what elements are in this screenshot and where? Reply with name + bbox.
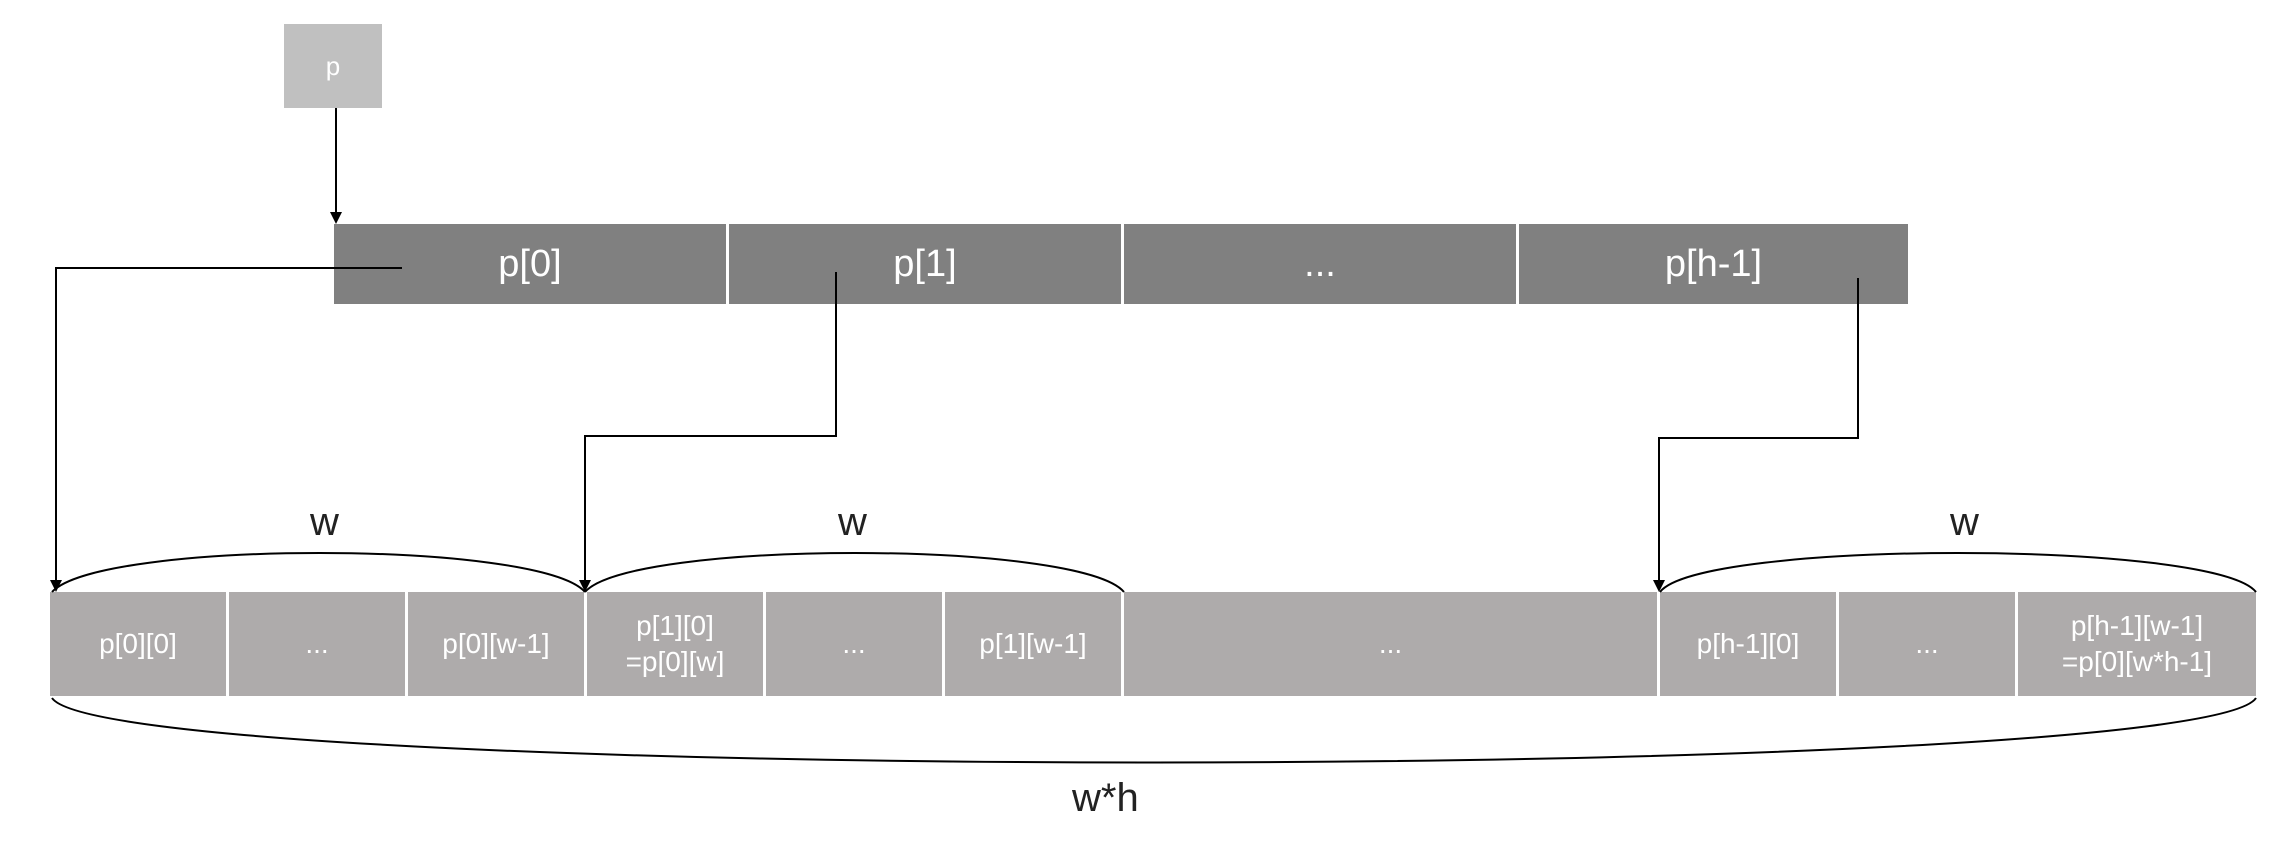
row-pointer-label: ... <box>1304 242 1336 285</box>
pointer-p-label: p <box>325 50 341 81</box>
brace-w-3 <box>1659 552 2257 593</box>
data-block: p[0][0] ... p[0][w-1] p[1][0] =p[0][w] .… <box>50 592 2256 696</box>
data-cell-label: p[0][w-1] <box>442 628 550 659</box>
arrow-p0-to-data <box>50 267 402 592</box>
data-cell-label: ... <box>842 628 866 659</box>
data-cell: p[0][w-1] <box>408 592 584 696</box>
data-cell-label: ... <box>1378 628 1403 659</box>
row-pointer-label: p[0] <box>498 242 562 285</box>
data-cell: p[0][0] <box>50 592 226 696</box>
data-cell-label: p[h-1][w-1] =p[0][w*h-1] <box>2061 610 2213 677</box>
pointer-p-box: p <box>284 24 382 108</box>
arrow-ph1-to-data <box>1653 278 1859 592</box>
row-pointer-cell: p[h-1] <box>1519 224 1908 304</box>
brace-w-2 <box>584 552 1125 593</box>
row-pointer-cell: p[1] <box>729 224 1121 304</box>
data-cell-label: ... <box>305 628 329 659</box>
data-cell-label: ... <box>1915 628 1939 659</box>
data-cell: p[1][0] =p[0][w] <box>587 592 763 696</box>
data-cell: p[1][w-1] <box>945 592 1121 696</box>
brace-label-w: w <box>310 500 339 544</box>
data-cell: p[h-1][w-1] =p[0][w*h-1] <box>2018 592 2256 696</box>
data-cell: ... <box>1839 592 2015 696</box>
data-cell-label: p[h-1][0] <box>1696 628 1800 659</box>
brace-w-1 <box>51 552 586 593</box>
data-cell: ... <box>766 592 942 696</box>
data-cell-label: p[1][0] =p[0][w] <box>625 610 725 677</box>
row-pointer-label: p[1] <box>893 242 957 285</box>
row-pointer-cell: ... <box>1124 224 1516 304</box>
brace-label-total: w*h <box>1072 776 1139 820</box>
row-pointer-cell: p[0] <box>334 224 726 304</box>
brace-label-w: w <box>838 500 867 544</box>
row-pointer-array: p[0] p[1] ... p[h-1] <box>334 224 1908 304</box>
arrow-p1-to-data <box>579 272 837 592</box>
data-cell: ... <box>229 592 405 696</box>
row-pointer-label: p[h-1] <box>1664 242 1763 285</box>
data-cell: ... <box>1124 592 1657 696</box>
brace-label-w: w <box>1950 500 1979 544</box>
data-cell-label: p[1][w-1] <box>979 628 1087 659</box>
brace-total <box>51 697 2257 764</box>
data-cell-label: p[0][0] <box>99 628 177 659</box>
data-cell: p[h-1][0] <box>1660 592 1836 696</box>
